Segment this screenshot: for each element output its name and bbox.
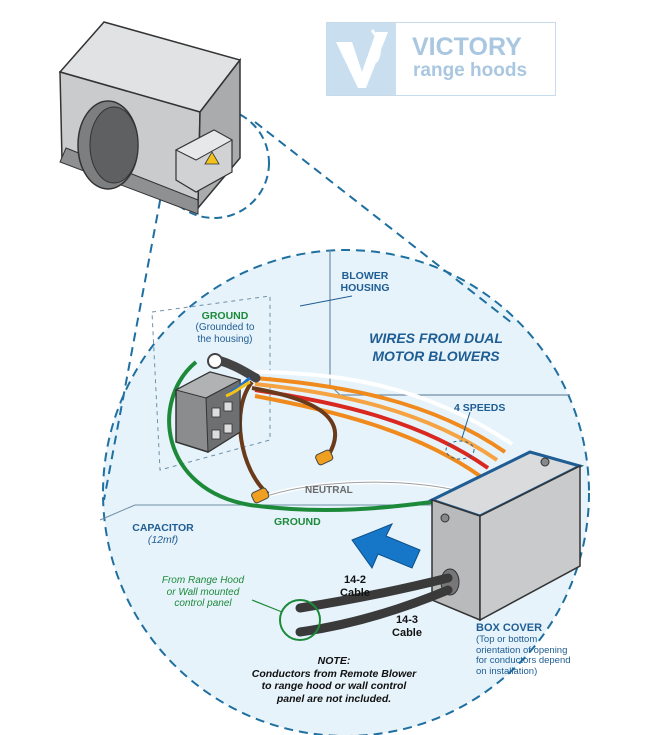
label-box-cover: BOX COVER (Top or bottom orientation of … (476, 622, 606, 678)
logo-subtitle: range hoods (413, 60, 528, 81)
logo-mark (327, 23, 396, 95)
box-cover-title: BOX COVER (476, 622, 543, 634)
grommet (207, 353, 223, 369)
wire-brown-2 (251, 386, 338, 458)
note-line2: to range hood or wall control (261, 680, 407, 693)
label-neutral: NEUTRAL (305, 485, 353, 496)
label-blower-housing: BLOWER HOUSING (330, 270, 400, 294)
box-cover-sub3: for conductors depend (476, 655, 571, 667)
from-panel-line3: control panel (174, 598, 232, 609)
from-panel-line1: From Range Hood (161, 575, 245, 586)
panel-leader (251, 599, 283, 613)
direction-arrow (351, 523, 421, 570)
wire-white (249, 370, 514, 446)
cable-14-2-line1: 14-2 (343, 574, 367, 586)
capacitor (174, 371, 251, 453)
cable-14-3-line1: 14-3 (395, 614, 419, 626)
wires-title-line2: MOTOR BLOWERS (372, 347, 500, 364)
zoom-connector-left (103, 184, 164, 501)
label-wires-title: WIRES FROM DUAL MOTOR BLOWERS (356, 330, 516, 365)
wire-brown-1 (238, 380, 270, 496)
wire-nut-1 (315, 449, 334, 466)
blower-unit (58, 21, 242, 215)
box-cover-sub1: (Top or bottom (476, 633, 538, 645)
capacitor-sub: (12mf) (147, 534, 179, 547)
wire-orange-3 (254, 394, 482, 478)
ground-top-sub2: the housing) (197, 333, 253, 345)
note-line3: panel are not included. (276, 692, 392, 705)
housing-base (99, 504, 136, 521)
label-cable-14-2: 14-2 Cable (330, 574, 380, 599)
wire-orange-1 (254, 376, 507, 454)
box-cover-sub2: orientation of opening (476, 644, 568, 656)
zoom-connector-right (254, 121, 513, 324)
wire-neutral-outline (269, 481, 456, 496)
label-ground-top: GROUND (Grounded to the housing) (180, 310, 270, 345)
panel-circle (279, 599, 321, 641)
wires-title-line1: WIRES FROM DUAL (369, 330, 503, 346)
box-cover-sub4: on installation) (476, 666, 538, 678)
label-ground-bottom: GROUND (274, 516, 321, 528)
ground-top-title: GROUND (201, 310, 249, 322)
label-4-speeds: 4 SPEEDS (454, 402, 506, 414)
speeds-group (445, 440, 475, 460)
label-note: NOTE: Conductors from Remote Blower to r… (248, 655, 420, 705)
label-capacitor: CAPACITOR (12mf) (118, 522, 208, 546)
housing-wall (329, 250, 570, 396)
label-cable-14-3: 14-3 Cable (382, 614, 432, 639)
note-line1: Conductors from Remote Blower (251, 667, 417, 680)
cable-14-2-line2: Cable (340, 586, 370, 599)
blower-housing-line1: BLOWER (341, 270, 389, 282)
cable-14-3-line2: Cable (392, 626, 422, 639)
note-title: NOTE: (317, 655, 351, 667)
cable-14-2 (295, 573, 453, 613)
blower-housing-line2: HOUSING (340, 282, 390, 295)
capacitor-title: CAPACITOR (132, 522, 194, 534)
wire-nut-2 (251, 487, 270, 504)
blower-housing-leader (299, 295, 353, 307)
wire-green (167, 360, 433, 512)
label-from-panel: From Range Hood or Wall mounted control … (148, 575, 258, 610)
ground-top-sub1: (Grounded to (195, 322, 255, 334)
logo-box (326, 22, 556, 96)
wire-orange-2 (254, 382, 499, 462)
from-panel-line2: or Wall mounted (166, 586, 240, 598)
logo-title: VICTORY (412, 33, 522, 61)
speeds-leader (461, 411, 471, 439)
